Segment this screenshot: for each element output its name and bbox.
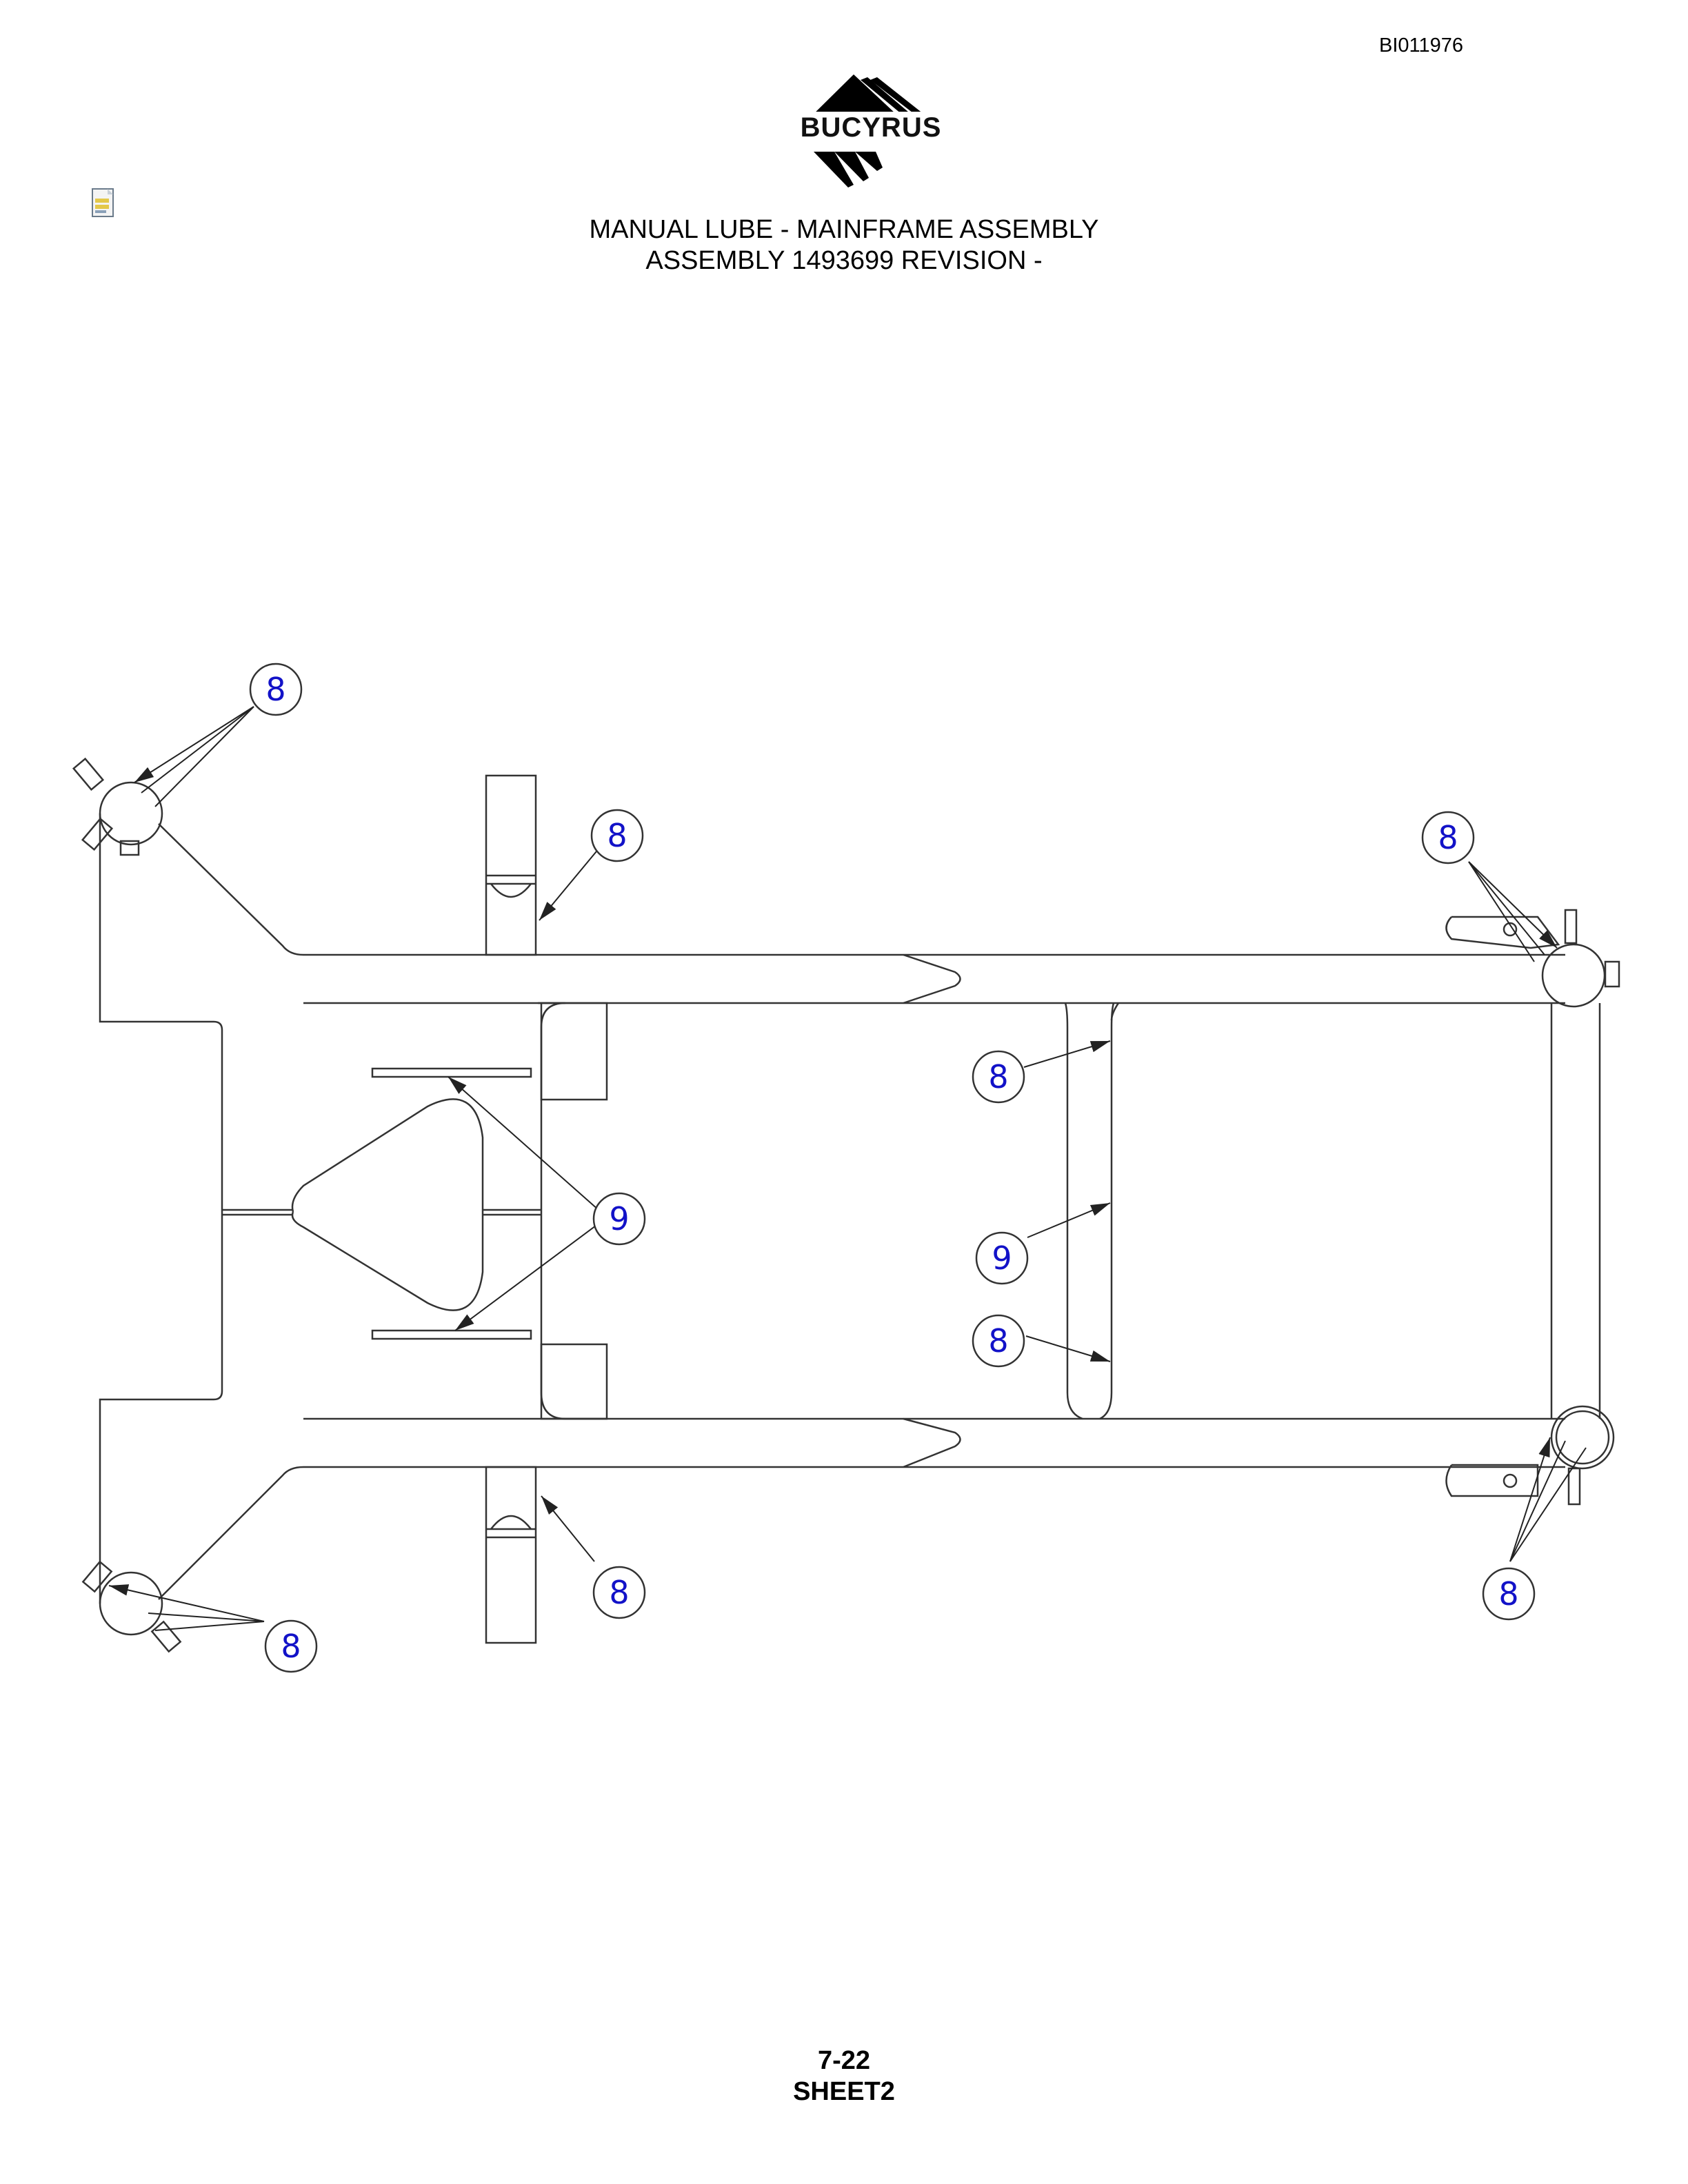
callout-label: 8: [1438, 819, 1458, 856]
callout-label: 8: [281, 1628, 301, 1665]
callout-label: 8: [1498, 1575, 1518, 1612]
sheet-label: SHEET2: [793, 2077, 895, 2106]
callout-balloon: 8: [249, 663, 303, 716]
callout-balloon: 8: [264, 1619, 318, 1673]
callout-balloon: 8: [972, 1050, 1025, 1104]
callout-label: 8: [607, 817, 627, 854]
drawing-title: MANUAL LUBE - MAINFRAME ASSEMBLY: [589, 215, 1099, 244]
callout-balloon: 8: [1482, 1567, 1536, 1621]
frame-outline: [72, 757, 1620, 1653]
document-id: BI011976: [1379, 34, 1464, 57]
callout-label: 8: [609, 1574, 629, 1611]
callout-balloon: 8: [972, 1314, 1025, 1368]
document-icon[interactable]: [90, 188, 117, 218]
callout-label: 9: [609, 1200, 629, 1237]
callout-label: 9: [992, 1240, 1012, 1277]
callout-balloon: 8: [1421, 811, 1475, 865]
callout-label: 8: [988, 1058, 1008, 1095]
callout-balloon: 9: [975, 1231, 1029, 1285]
leader-lines: [108, 706, 1587, 1631]
callout-label: 8: [988, 1322, 1008, 1359]
logo-wordmark: BUCYRUS: [778, 112, 964, 143]
callout-balloon: 8: [590, 809, 644, 862]
assembly-subtitle: ASSEMBLY 1493699 REVISION -: [645, 246, 1043, 275]
callout-balloon: 8: [592, 1566, 646, 1619]
callout-balloon: 9: [592, 1192, 646, 1246]
page-number: 7-22: [817, 2046, 871, 2075]
callout-label: 8: [265, 671, 285, 708]
